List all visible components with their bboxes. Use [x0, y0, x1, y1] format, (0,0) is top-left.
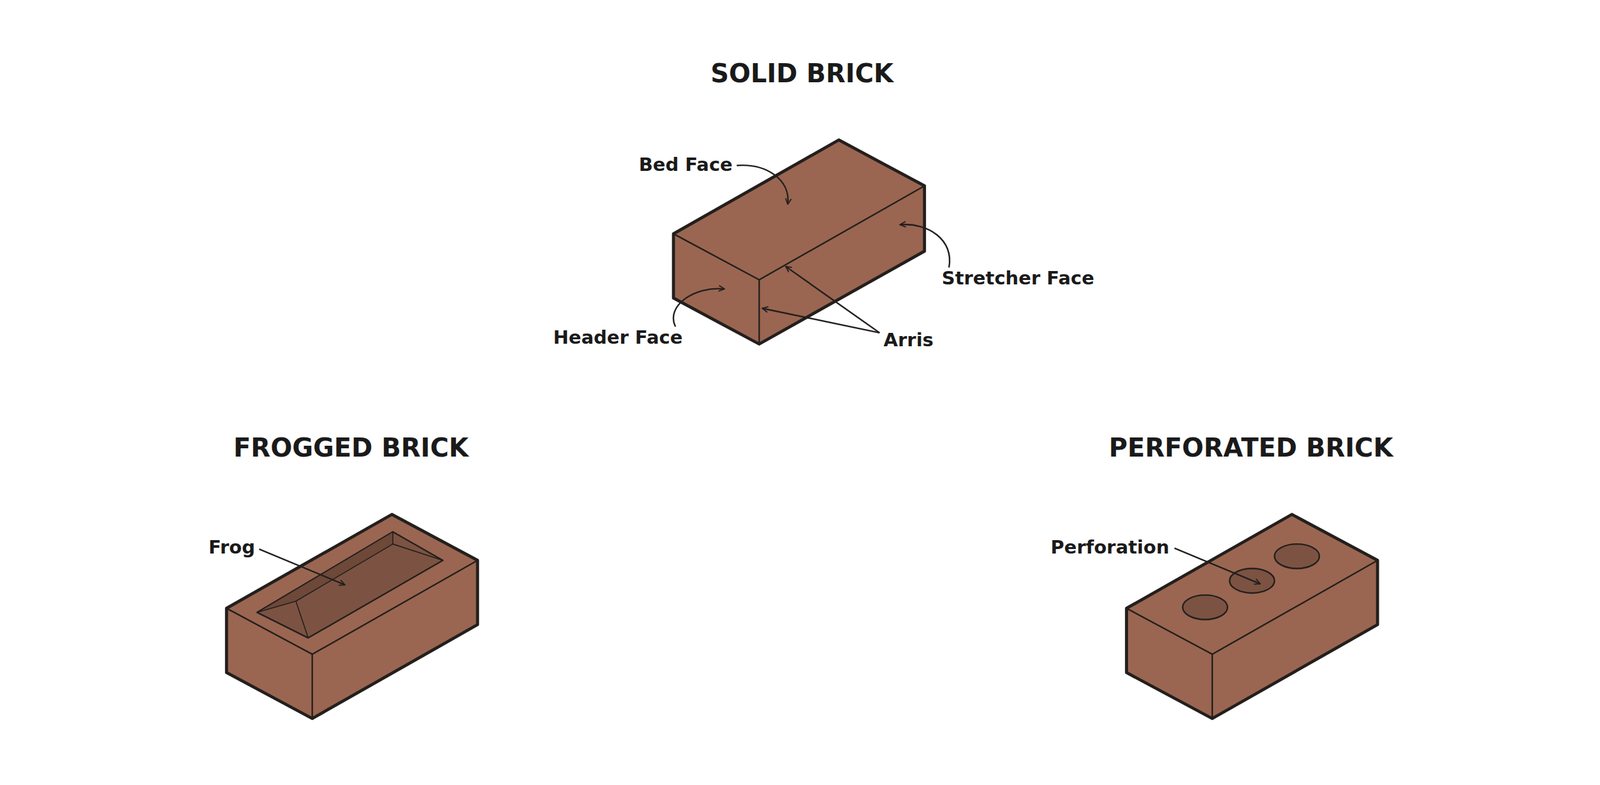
part-label: Stretcher Face [941, 268, 1095, 289]
part-label: Bed Face [638, 154, 733, 176]
leader-lines [258, 165, 1261, 585]
part-label: Arris [883, 330, 934, 351]
figure-title: FROGGED BRICK [233, 433, 469, 462]
part-label: Header Face [553, 327, 683, 349]
part-label: Frog [208, 537, 256, 558]
frogged-brick [226, 514, 478, 719]
part-label: Perforation [1050, 537, 1170, 558]
figure-title: SOLID BRICK [710, 59, 894, 88]
figure-title: PERFORATED BRICK [1108, 433, 1394, 462]
